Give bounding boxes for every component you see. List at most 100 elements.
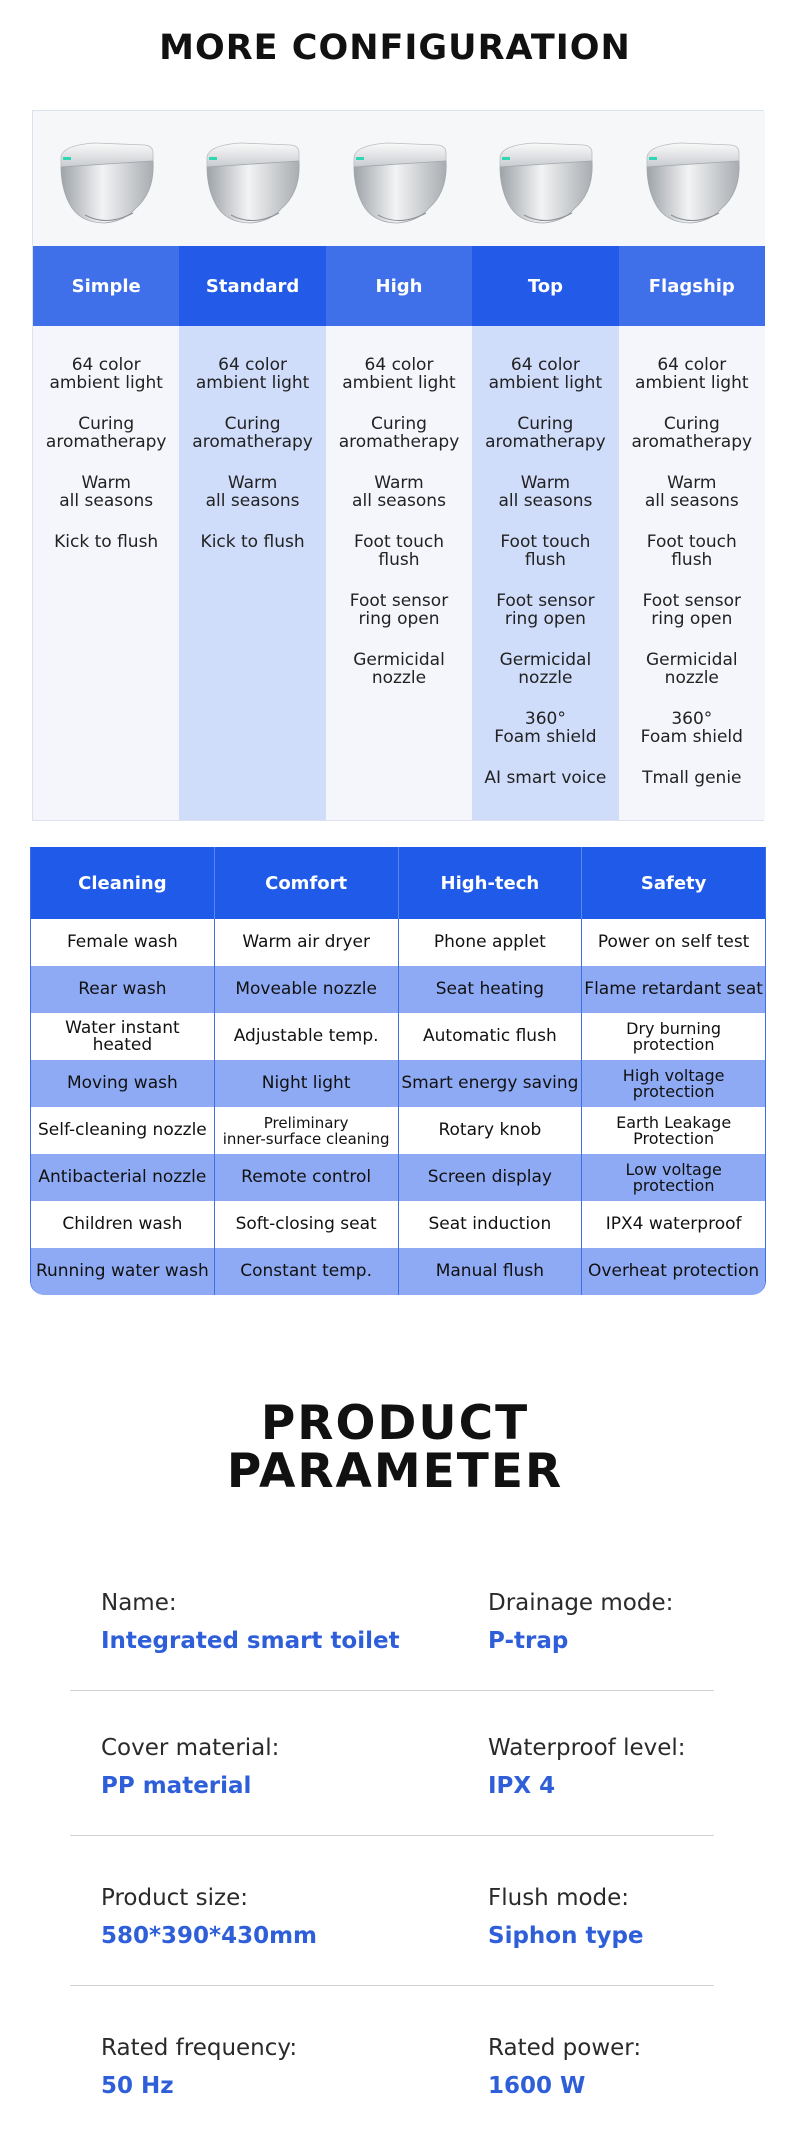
toilet-image: [472, 111, 619, 246]
toilet-image: [325, 111, 473, 246]
config-column-name: Top: [472, 246, 619, 326]
param-item: Name:Integrated smart toilet: [101, 1590, 400, 1654]
param-divider: [70, 1690, 714, 1691]
param-value: 50 Hz: [101, 2073, 174, 2099]
config-column-name: Standard: [179, 246, 326, 326]
grid-cell: Power on self test: [597, 932, 750, 952]
param-item: Cover material:PP material: [101, 1735, 279, 1799]
grid-cell: Antibacterial nozzle: [31, 1154, 215, 1201]
config-feature: Kick to flush: [54, 532, 159, 552]
grid-header-high-tech: High-tech: [399, 847, 583, 919]
toilet-image: [33, 111, 180, 246]
param-item: Waterproof level:IPX 4: [488, 1735, 686, 1799]
grid-cell: Automatic flush: [399, 1013, 583, 1060]
param-divider: [70, 1835, 714, 1836]
grid-cell: Remote control: [215, 1154, 399, 1201]
grid-cell: Warm air dryer: [215, 919, 399, 966]
param-label: Rated power:: [488, 2035, 642, 2061]
toilet-icon: [348, 137, 452, 227]
grid-cell: Adjustable temp.: [215, 1013, 399, 1060]
param-item: Product size: 580*390*430mm: [101, 1885, 317, 1949]
grid-cell: Female wash: [31, 919, 215, 966]
grid-cell: Overheat protection: [588, 1261, 760, 1281]
grid-cell: Phone applet: [399, 919, 583, 966]
param-value: 1600 W: [488, 2073, 586, 2099]
grid-cell: Constant temp.: [215, 1248, 399, 1295]
config-feature: Kick to flush: [200, 532, 305, 552]
toilet-image: [179, 111, 326, 246]
config-column-name: High: [325, 246, 473, 326]
param-label: Name:: [101, 1590, 177, 1616]
toilet-image: [618, 111, 765, 246]
param-value: IPX 4: [488, 1773, 556, 1799]
grid-cell: Flame retardant seat: [584, 979, 763, 999]
toilet-icon: [641, 137, 745, 227]
grid-cell: Night light: [215, 1060, 399, 1107]
param-value: P-trap: [488, 1628, 569, 1654]
grid-header-cleaning: Cleaning: [31, 847, 215, 919]
grid-cell: Manual flush: [399, 1248, 583, 1295]
param-value: 580*390*430mm: [101, 1923, 318, 1949]
config-feature: AI smart voice: [484, 768, 607, 788]
config-column-name: Flagship: [618, 246, 765, 326]
grid-cell: Self-cleaning nozzle: [31, 1107, 215, 1154]
toilet-icon: [55, 137, 159, 227]
config-feature: Tmall genie: [642, 768, 742, 788]
grid-cell: Rotary knob: [399, 1107, 583, 1154]
config-title: MORE CONFIGURATION: [159, 28, 631, 68]
param-item: Rated frequency: 50 Hz: [101, 2035, 297, 2099]
param-label: Cover material:: [101, 1735, 280, 1761]
param-label: Rated frequency:: [101, 2035, 298, 2061]
grid-cell: Rear wash: [31, 966, 215, 1013]
grid-cell: Water instant heated: [31, 1013, 215, 1060]
grid-header-comfort: Comfort: [215, 847, 399, 919]
param-item: Flush mode:Siphon type: [488, 1885, 644, 1949]
config-column-name: Simple: [33, 246, 180, 326]
param-label: Product size:: [101, 1885, 248, 1911]
grid-cell: Soft-closing seat: [215, 1201, 399, 1248]
